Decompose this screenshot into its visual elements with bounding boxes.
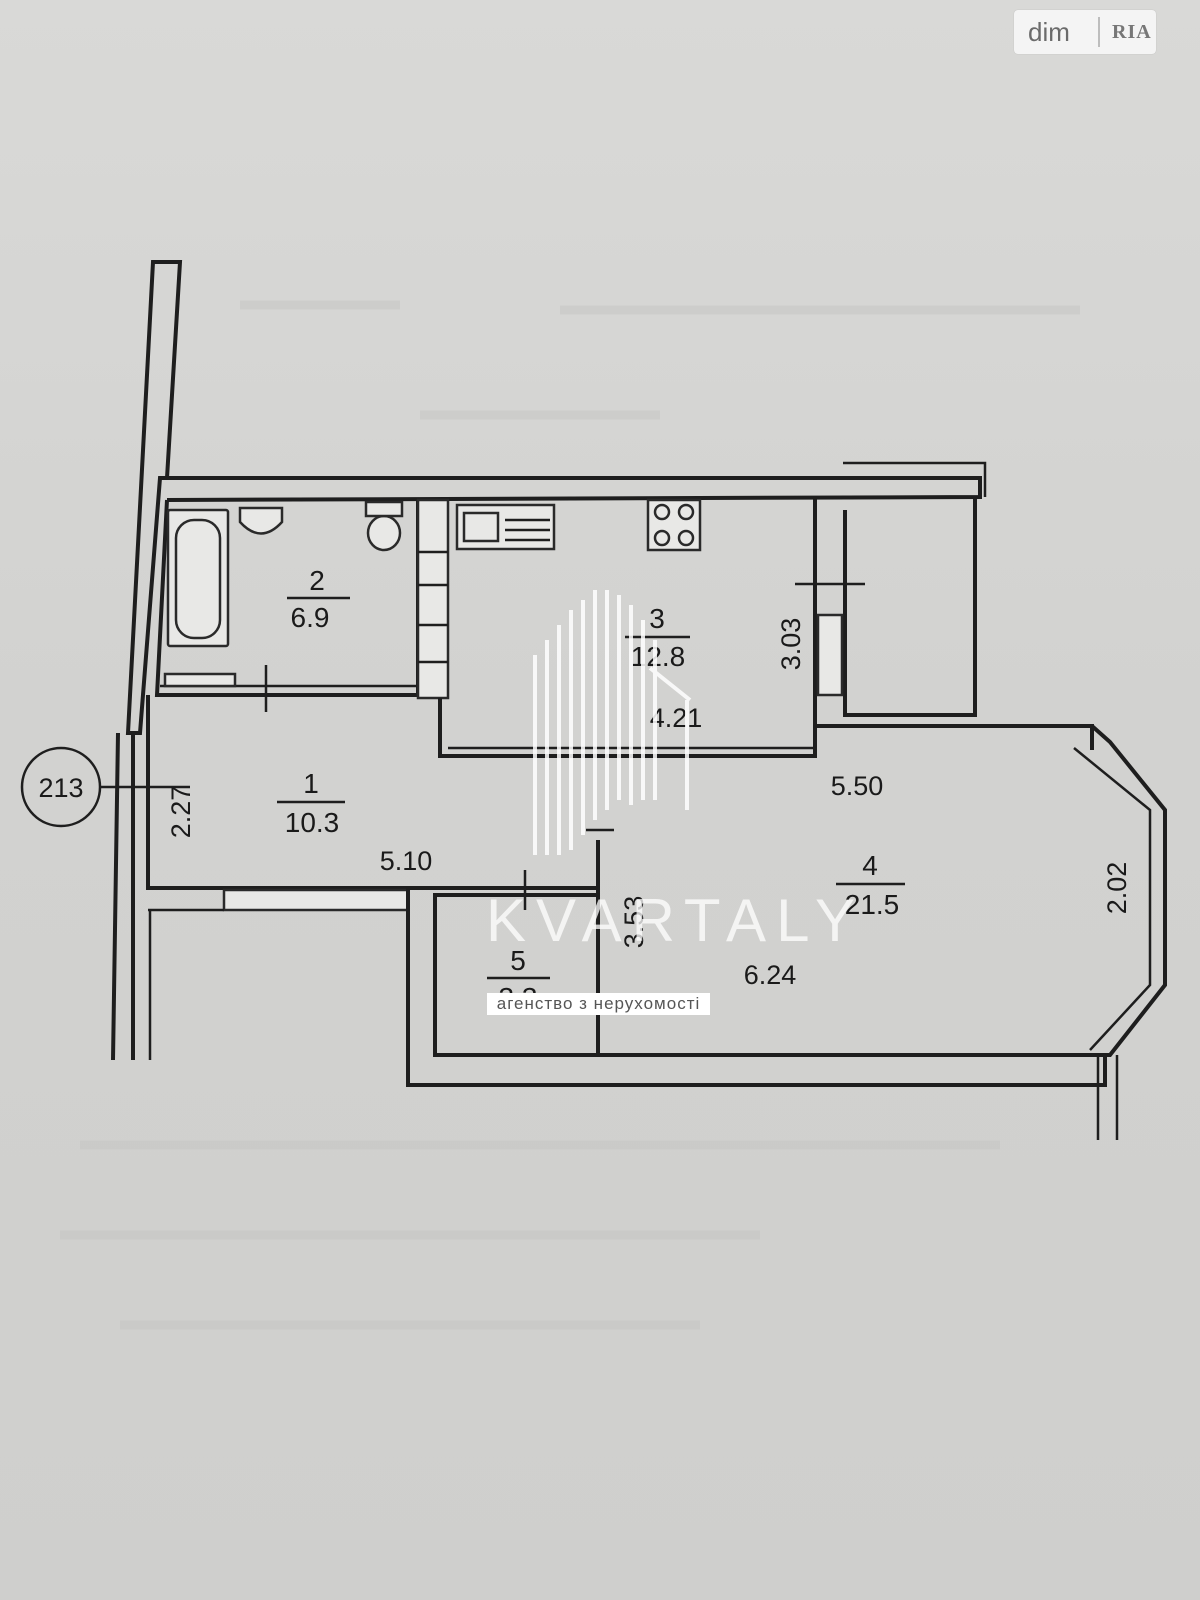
dim-living-bay: 2.02	[1102, 862, 1132, 915]
dim-living-bottom: 6.24	[744, 960, 797, 990]
exterior-wall-top-left	[125, 260, 183, 735]
room-2-number: 2	[309, 565, 325, 596]
agency-logo	[533, 590, 692, 855]
top-wall	[166, 476, 982, 502]
dimria-logo: RIA	[1112, 20, 1152, 43]
storage-walls	[406, 888, 1107, 1087]
kitchen-walls	[438, 698, 1094, 758]
room-3-label: 3 12.8	[625, 603, 690, 672]
exterior-wall-bottom-left	[111, 732, 135, 1061]
room-4-label: 4 21.5	[836, 850, 905, 920]
ventilation-shaft	[416, 498, 450, 700]
dim-storage-side: 3.53	[619, 896, 649, 949]
room-2-label: 2 6.9	[287, 565, 350, 633]
room-1-area: 10.3	[285, 807, 340, 838]
dim-kitchen-width: 3.03	[776, 618, 806, 671]
hall-walls	[146, 695, 600, 890]
room-5-number: 5	[510, 945, 526, 976]
room-3-number: 3	[649, 603, 665, 634]
loggia-walls	[813, 497, 977, 726]
room-3-area: 12.8	[631, 641, 686, 672]
entry-door	[222, 888, 410, 912]
dim-kitchen-length: 4.21	[650, 703, 703, 733]
toilet	[366, 514, 402, 552]
axis-marker-label: 213	[38, 773, 83, 803]
dim-hall-width: 2.27	[166, 786, 196, 839]
dim-living-length: 5.50	[831, 771, 884, 801]
agency-name: KVARTALY	[486, 887, 866, 954]
room-4-area: 21.5	[845, 889, 900, 920]
sink	[238, 506, 284, 535]
room-1-label: 1 10.3	[277, 768, 345, 838]
bay-window	[1090, 724, 1167, 1057]
dim-hall-length: 5.10	[380, 846, 433, 876]
dimria-watermark: dim RIA	[1014, 10, 1156, 54]
dimria-text: dim	[1028, 16, 1070, 47]
dimria-separator	[1098, 17, 1100, 47]
room-1-number: 1	[303, 768, 319, 799]
room-2-area: 6.9	[291, 602, 330, 633]
agency-tagline: агенство з нерухомості	[487, 993, 710, 1015]
room-4-number: 4	[862, 850, 878, 881]
